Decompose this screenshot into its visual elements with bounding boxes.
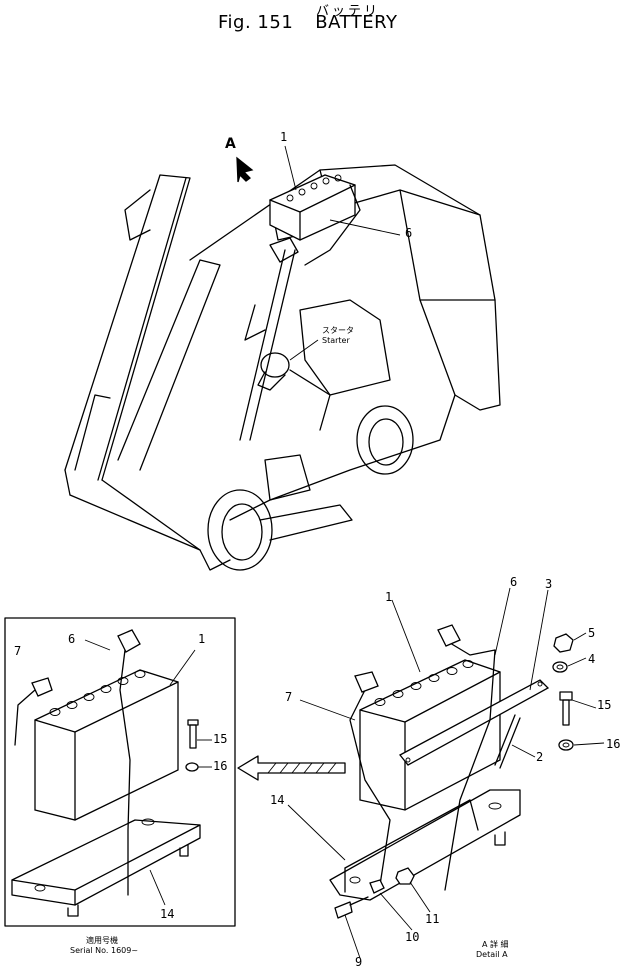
inset-callout-6: 6 — [68, 632, 76, 646]
inset-callout-14: 14 — [160, 907, 175, 921]
forklift-illustration — [64, 145, 501, 571]
serial-label: Serial No. 1609~ — [70, 946, 139, 955]
inset-callout-16: 16 — [213, 759, 228, 773]
callout-main-6: 6 — [405, 226, 413, 240]
detail-callout-5: 5 — [588, 626, 596, 640]
detail-callout-6: 6 — [510, 575, 518, 589]
detail-callout-7: 7 — [285, 690, 293, 704]
inset-panel — [4, 617, 236, 927]
detail-callout-2: 2 — [536, 750, 544, 764]
serial-label-jp: 適用号機 — [86, 936, 118, 945]
detail-callout-4: 4 — [588, 652, 596, 666]
detail-label-jp: A 詳 細 — [482, 940, 509, 949]
title-japanese: バッテリ — [316, 4, 381, 19]
detail-callout-1: 1 — [385, 590, 393, 604]
view-marker-a: A — [225, 136, 236, 152]
figure-title: Fig. 151 BATTERY — [218, 12, 397, 33]
detail-label: Detail A — [476, 950, 508, 959]
starter-label: Starter — [322, 336, 350, 345]
detail-callout-15: 15 — [597, 698, 612, 712]
inset-callout-15: 15 — [213, 732, 228, 746]
detail-callout-3: 3 — [545, 577, 553, 591]
figure-name: BATTERY — [315, 12, 398, 33]
starter-label-jp: スタータ — [322, 326, 354, 335]
figure-number: Fig. 151 — [218, 12, 294, 33]
detail-callout-16: 16 — [606, 737, 621, 751]
detail-callout-9: 9 — [355, 955, 363, 969]
inset-callout-1: 1 — [198, 632, 206, 646]
detail-callout-11: 11 — [425, 912, 440, 926]
callout-main-1: 1 — [280, 130, 288, 144]
detail-callout-10: 10 — [405, 930, 420, 944]
view-arrow — [237, 755, 346, 781]
inset-callout-7: 7 — [14, 644, 22, 658]
detail-a-illustration — [287, 587, 605, 959]
detail-callout-14: 14 — [270, 793, 285, 807]
